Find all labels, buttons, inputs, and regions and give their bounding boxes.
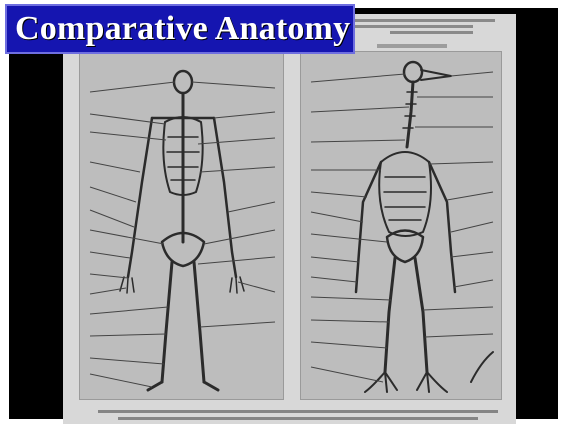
slide-title-banner: Comparative Anatomy: [5, 4, 355, 54]
scanned-book-page: [63, 14, 516, 424]
slide-title: Comparative Anatomy: [7, 10, 350, 48]
figure-caption-blur: [98, 406, 498, 424]
bird-skeleton-figure: [300, 51, 502, 400]
right-panel-heading-blur: [377, 44, 447, 48]
human-skeleton-figure: [79, 51, 284, 400]
page-header-text-blur: [345, 16, 495, 46]
